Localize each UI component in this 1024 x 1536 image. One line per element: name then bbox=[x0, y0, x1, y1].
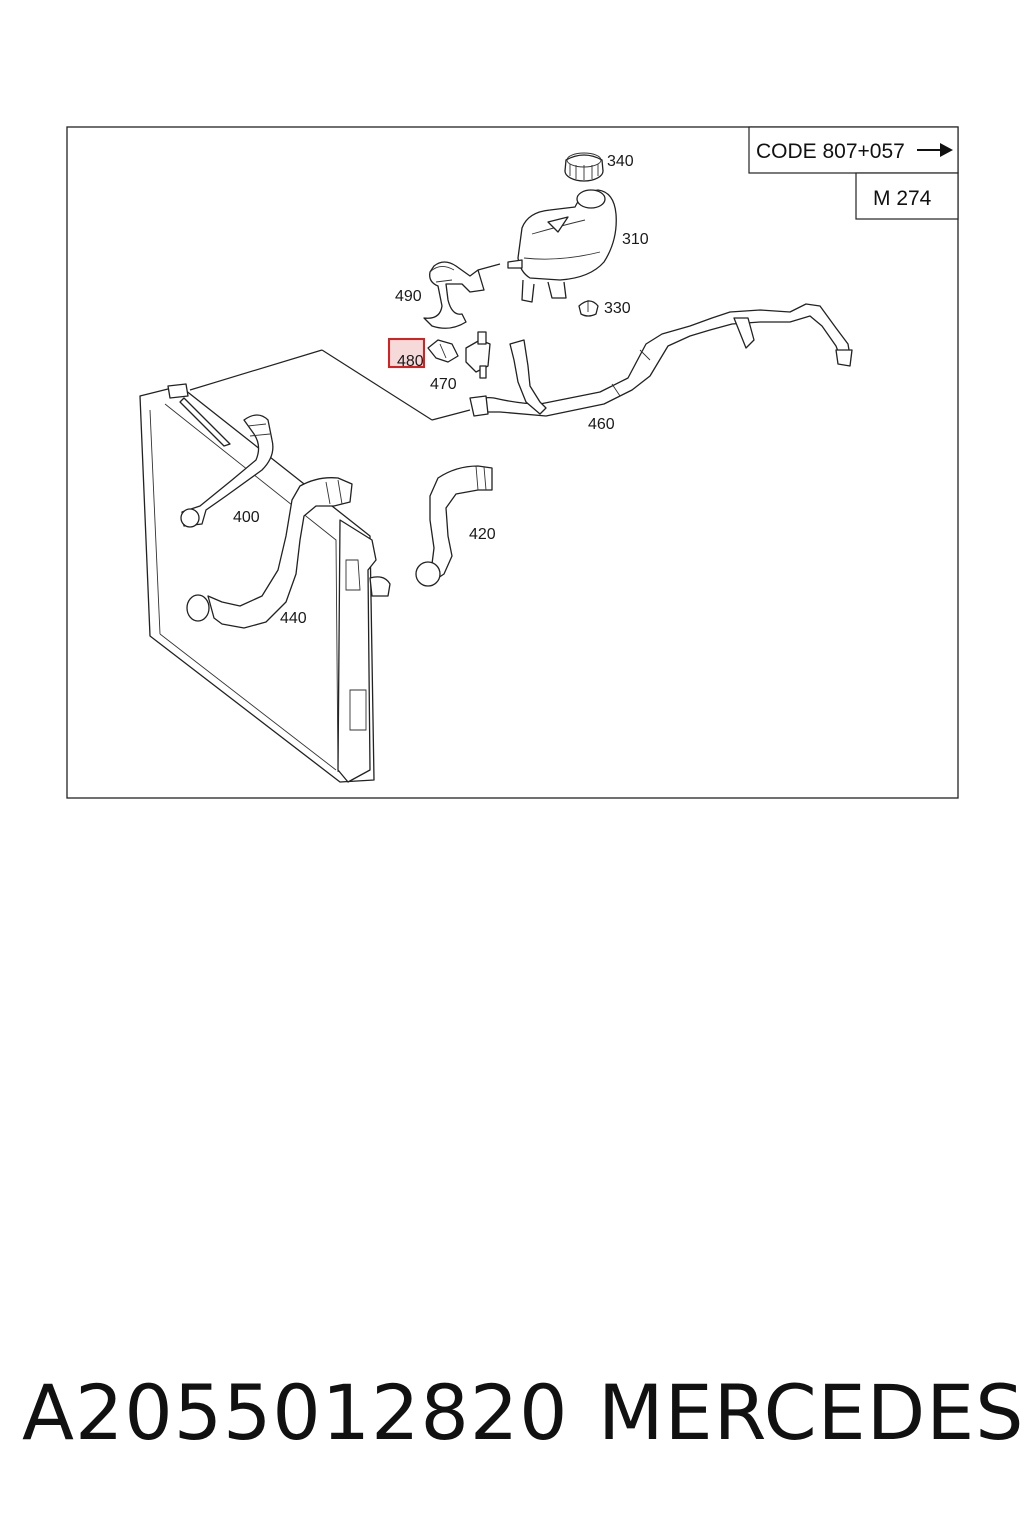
radiator[interactable] bbox=[139, 383, 391, 783]
part-480-connector[interactable] bbox=[427, 339, 459, 363]
part-460-hose[interactable] bbox=[469, 303, 853, 417]
label-480[interactable]: 480 bbox=[397, 353, 424, 370]
part-number: A2055012820 bbox=[22, 1368, 569, 1457]
engine-box: M 274 bbox=[855, 172, 959, 220]
label-440: 440 bbox=[280, 610, 307, 627]
part-420-hose[interactable] bbox=[415, 465, 493, 587]
label-490: 490 bbox=[395, 288, 422, 305]
label-470: 470 bbox=[430, 376, 457, 393]
label-420: 420 bbox=[469, 526, 496, 543]
part-440-hose[interactable] bbox=[186, 477, 353, 629]
part-400-hose[interactable] bbox=[180, 414, 274, 528]
engine-label: M 274 bbox=[873, 187, 932, 210]
footer: A2055012820 MERCEDES bbox=[0, 1368, 1024, 1478]
label-400: 400 bbox=[233, 509, 260, 526]
part-340-cap[interactable] bbox=[564, 152, 604, 182]
part-330-plug[interactable] bbox=[578, 300, 599, 317]
part-470-connector[interactable] bbox=[465, 331, 491, 379]
highlight-box-480 bbox=[388, 338, 425, 368]
brand-name: MERCEDES bbox=[598, 1368, 1024, 1457]
code-box: CODE 807+057 bbox=[748, 126, 959, 174]
code-label: CODE 807+057 bbox=[756, 140, 905, 163]
label-340: 340 bbox=[607, 153, 634, 170]
label-330: 330 bbox=[604, 300, 631, 317]
part-310-expansion-tank[interactable] bbox=[477, 189, 617, 303]
label-460: 460 bbox=[588, 416, 615, 433]
leader-480-radiator bbox=[189, 349, 323, 391]
part-490-hose[interactable] bbox=[423, 261, 485, 329]
label-310: 310 bbox=[622, 231, 649, 248]
arrow-right-icon bbox=[917, 143, 953, 157]
